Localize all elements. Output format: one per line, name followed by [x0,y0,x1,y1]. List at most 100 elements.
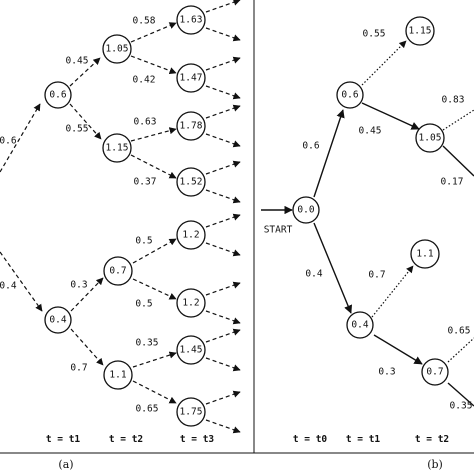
tree-node: 1.47 [176,63,206,93]
edge-probability: 0.35 [450,401,473,412]
edge-a-1.1-to-1.45 [132,351,177,368]
edge-b-0.4-to-0.7 [373,334,423,365]
panel-a-edges [0,0,241,434]
svg-text:1.78: 1.78 [180,121,203,132]
tree-node: 0.7 [421,358,449,386]
edge-probability: 0.55 [66,124,89,135]
tree-node: 0.6 [44,81,72,109]
tree-node: 0.7 [103,256,133,286]
tree-node: 1.2 [176,288,206,318]
edge-a-root-to-0.6 [0,103,41,173]
svg-text:1.15: 1.15 [409,26,432,37]
edge-a-1.52-out-down [205,189,241,204]
edge-a-1.05-to-1.63 [130,22,177,43]
panel-a-nodes: 0.6 0.4 1.05 1.15 0.7 1.1 1.63 1.47 1.78… [44,5,206,427]
edge-b-0.6-to-1.05 [361,102,420,130]
tree-node: 1.15 [405,16,435,46]
panel-a-time-axis: t = t1 t = t2 t = t3 [46,434,215,445]
edge-b-0.4-to-1.1 [371,265,414,318]
tree-node: 1.15 [102,133,132,163]
tree-node: 0.6 [336,81,364,109]
edge-b-0.7-out-down [447,382,474,407]
edge-a-1.05-to-1.47 [130,55,177,75]
tree-node: 1.75 [176,397,206,427]
edge-a-0.4-to-1.1 [70,328,104,366]
svg-text:1.2: 1.2 [182,298,199,309]
svg-text:1.05: 1.05 [419,133,442,144]
tree-node: 1.78 [176,111,206,141]
svg-text:1.47: 1.47 [180,73,203,84]
edge-probability: 0.58 [133,16,156,27]
edge-a-1.47-out-up [205,56,241,71]
tree-node: 1.05 [102,34,132,64]
edge-a-0.4-to-0.7 [70,277,104,312]
panel-b-time-axis: t = t0 t = t1 t = t2 [293,434,449,445]
svg-text:0.4: 0.4 [49,315,66,326]
svg-text:0.4: 0.4 [351,320,368,331]
time-label: t = t1 [46,434,81,445]
edge-probability: 0.6 [302,141,319,152]
edge-probability: 0.83 [442,95,465,106]
tree-node: 0.4 [346,311,374,339]
svg-text:0.6: 0.6 [49,90,66,101]
tree-node: 1.1 [103,360,133,390]
edge-probability: 0.65 [448,326,471,337]
edge-a-1.45-out-up [205,328,241,343]
edge-a-1.1-to-1.75 [132,380,177,404]
edge-a-1.15-to-1.52 [130,154,177,179]
edge-a-1.2a-out-up [205,213,241,228]
edge-a-0.7-to-1.2a [132,238,177,264]
time-label: t = t2 [109,434,143,445]
edge-probability: 0.3 [70,280,87,291]
svg-text:1.63: 1.63 [180,15,203,26]
tree-node: 0.0 [292,196,320,224]
tree-node: 0.4 [44,306,72,334]
edge-a-1.2a-out-down [205,242,241,257]
edge-b-0.0-to-0.4 [313,222,353,314]
time-label: t = t1 [346,434,381,445]
tree-node: 1.63 [176,5,206,35]
edge-b-1.05-out-down [442,145,474,177]
svg-text:0.7: 0.7 [109,266,126,277]
svg-text:0.7: 0.7 [426,367,443,378]
panel-a-probabilities: 0.6 0.4 0.45 0.55 0.3 0.7 0.58 0.42 0.63… [0,16,158,415]
time-label: t = t0 [293,434,328,445]
edge-probability: 0.63 [134,117,157,128]
svg-text:1.45: 1.45 [180,345,203,356]
edge-probability: 0.45 [66,56,89,67]
svg-text:1.75: 1.75 [180,407,203,418]
edge-a-1.63-out-down [205,27,241,42]
edge-probability: 0.7 [368,270,385,281]
edge-a-1.78-out-down [205,133,241,148]
edge-probability: 0.42 [133,75,156,86]
edge-a-1.2b-out-up [205,281,241,296]
edge-probability: 0.17 [441,177,464,188]
edge-b-0.7-out-up [447,337,474,363]
edge-a-1.63-out-up [205,0,241,13]
panel-a-caption: (a) [58,458,73,471]
edge-a-root-to-0.4 [0,251,43,312]
edge-a-0.6-to-1.15 [69,103,102,140]
edge-probability: 0.35 [136,338,159,349]
tree-node: 1.52 [176,167,206,197]
edge-probability: 0.4 [305,269,322,280]
edge-probability: 0.4 [0,281,17,292]
svg-text:1.1: 1.1 [109,370,126,381]
edge-a-1.2b-out-down [205,310,241,325]
edge-probability: 0.45 [359,126,382,137]
svg-text:0.6: 0.6 [341,90,358,101]
edge-probability: 0.5 [135,236,152,247]
edge-a-0.7-to-1.2b [132,278,177,300]
time-label: t = t3 [180,434,215,445]
tree-node: 1.45 [176,335,206,365]
edge-a-1.75-out-down [205,419,241,434]
edge-probability: 0.65 [136,404,159,415]
edge-probability: 0.5 [135,299,152,310]
svg-text:1.2: 1.2 [182,230,199,241]
edge-a-1.45-out-down [205,357,241,372]
edge-a-1.52-out-up [205,160,241,175]
edge-b-0.6-to-1.15 [361,40,407,86]
edge-a-1.75-out-up [205,390,241,405]
svg-text:1.05: 1.05 [106,44,129,55]
